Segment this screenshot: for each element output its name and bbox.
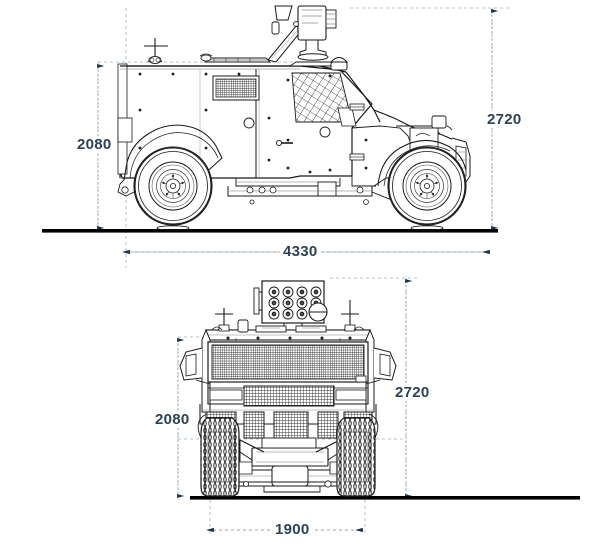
side-view-group xyxy=(42,5,512,268)
launcher-array xyxy=(253,280,328,332)
front-view-group xyxy=(177,277,580,534)
dimension-label-side-length: 4330 xyxy=(280,243,321,260)
weapon-station xyxy=(267,5,340,67)
antenna-left xyxy=(215,308,233,332)
dimension-label-side-height-body: 2080 xyxy=(74,136,115,153)
dimension-label-front-width: 1900 xyxy=(272,521,313,538)
tyre-left xyxy=(200,417,240,497)
dimension-label-side-height-overall: 2720 xyxy=(484,111,525,128)
front-wheels xyxy=(197,413,379,497)
tyre-right xyxy=(336,417,376,497)
antenna-right xyxy=(341,300,359,332)
side-wheels xyxy=(133,146,467,231)
antenna-mount xyxy=(144,38,168,65)
ground-line-side xyxy=(42,229,498,233)
ground-line-front xyxy=(190,496,580,500)
dimension-label-front-height-overall: 2720 xyxy=(392,384,433,401)
dimension-label-front-height-body: 2080 xyxy=(152,411,193,428)
